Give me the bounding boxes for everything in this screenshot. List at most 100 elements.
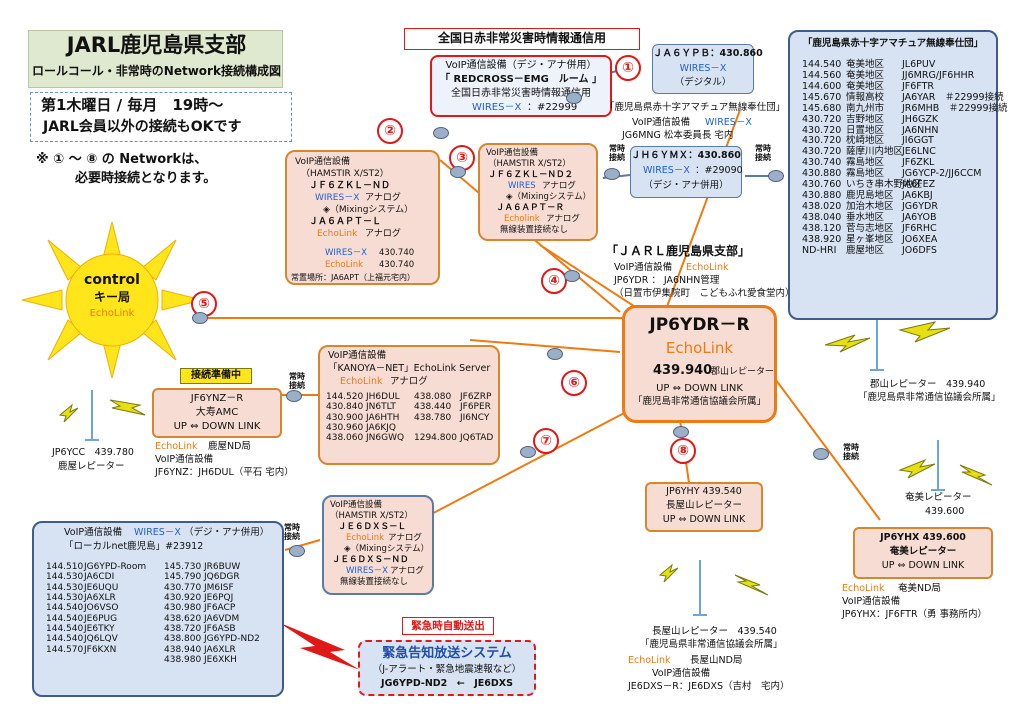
pref-redcross-cell: 加治木地区 bbox=[846, 200, 894, 212]
pref-redcross-cell: JH6GZK bbox=[902, 113, 939, 125]
pref-redcross-cell: JG6YDR bbox=[902, 200, 938, 212]
schedule-box: 第1木曜日 / 毎月 19時～ JARL会員以外の接続もOKです bbox=[30, 92, 292, 142]
local-net-cell: JQ6LQV bbox=[84, 634, 118, 645]
link-number-1: ① bbox=[615, 55, 641, 81]
pref-redcross-cell: 145.670 bbox=[802, 91, 842, 103]
pref-redcross-cell: 薩摩川内地区 bbox=[846, 146, 904, 158]
kanoya-net-cell: 438.060 bbox=[326, 433, 364, 444]
local-net-cell: 430.770 bbox=[164, 582, 202, 593]
pref-redcross-cell: 145.680 bbox=[802, 102, 842, 114]
box3-voip: VoIP通信設備 （HAMSTIR X/ST2） ＪＦ６ＺＫＬ－ＮＤ２ WIRE… bbox=[478, 143, 598, 241]
pref-redcross-cell: 垂水地区 bbox=[846, 211, 885, 223]
control-key-station: キー局 bbox=[93, 290, 130, 304]
amami-e2: VoIP通信設備 bbox=[842, 596, 901, 607]
local-net-cell: JA6XLR bbox=[84, 593, 116, 604]
local-net-cell: 144.530 bbox=[46, 593, 84, 604]
central-repeater: JP6YDR－R EchoLink 439.940 郡山レピーター UP ⇔ D… bbox=[622, 305, 777, 423]
pref-redcross-cell: 430.740 bbox=[802, 157, 842, 169]
nagaoyama-l3b: 長屋山ND局 bbox=[690, 655, 743, 666]
pref-redcross-cell: JO6DFS bbox=[902, 244, 937, 256]
local-net-cell: JF6KXN bbox=[84, 644, 117, 655]
jarl-branch-l2: JP6YDR ： JA6NHN管理 bbox=[614, 275, 720, 286]
emergency-lightning bbox=[278, 622, 360, 670]
pref-redcross-cell: 430.720 bbox=[802, 113, 842, 125]
pref-redcross-cell: 430.880 bbox=[802, 168, 842, 180]
amami-e3: JP6YHX：JF6FTR（勇 事務所内） bbox=[842, 609, 988, 620]
local-net-cell: 438.940 bbox=[164, 644, 202, 655]
pref-redcross-cell: 438.020 bbox=[802, 200, 842, 212]
box7-voip: VoIP通信設備 （HAMSTIR X/ST2） ＪＥ６ＤＸＳ－Ｌ EchoLi… bbox=[322, 495, 434, 595]
pref-redcross-mid-title: 「鹿児島県赤十字アマチュア無線奉仕団」 bbox=[605, 102, 786, 113]
pref-redcross-cell: JR6MHB ＃22999接続 bbox=[902, 102, 1008, 114]
nagaoyama-l1: 長屋山レピーター 439.540 bbox=[652, 626, 777, 637]
kanoya-net-cell: JQ6TAD bbox=[460, 433, 494, 444]
pref-redcross-cell: JA6YOB bbox=[902, 211, 937, 223]
jh6ymx-box: ＪＨ６ＹＭＸ：430.860 WIRES－X ：#29090 （デジ・アナ併用） bbox=[630, 146, 743, 198]
pref-redcross-cell: 430.720 bbox=[802, 124, 842, 136]
local-net-cell: 144.570 bbox=[46, 644, 84, 655]
pref-redcross-cell: 奄美地区 bbox=[846, 69, 885, 81]
local-net-cell: 438.980 bbox=[164, 655, 202, 666]
network-node-icon bbox=[564, 270, 580, 282]
pref-redcross-mid-l1b: WIRES－X bbox=[705, 117, 752, 128]
kanoya-net-cell: JI6NCY bbox=[460, 412, 490, 423]
local-net-cell: JR6BUW bbox=[204, 562, 241, 572]
jouji-label: 常時 接続 bbox=[284, 523, 300, 542]
link-number-6: ⑥ bbox=[561, 370, 587, 396]
kanoya-net-cell: 144.520 bbox=[326, 392, 364, 402]
local-net-cell: 144.530 bbox=[46, 572, 84, 583]
pref-redcross-cell: 情報高校 bbox=[846, 91, 885, 103]
amami-l2: 439.600 bbox=[925, 506, 965, 517]
pref-redcross-cell: JO6XEA bbox=[902, 233, 938, 245]
pref-redcross-cell: 星ヶ峯地区 bbox=[846, 233, 894, 245]
pref-redcross-cell: JJ6MRG/JF6HHR bbox=[902, 69, 975, 81]
title-box: JARL鹿児島県支部 ロールコール・非常時のNetwork接続構成図 bbox=[28, 30, 283, 88]
jf6ynz-badge: 接続準備中 bbox=[180, 368, 252, 384]
local-net-cell: JG6YPD-Room bbox=[84, 562, 147, 572]
local-net-cell: JE6UQU bbox=[84, 582, 119, 593]
pref-redcross-cell: 奄美地区 bbox=[846, 59, 885, 70]
local-net-cell: 144.530 bbox=[46, 582, 84, 593]
ja6ypb-box: ＪＡ６ＹＰＢ：430.860 WIRES－X （デジタル） bbox=[652, 44, 763, 94]
network-node-icon bbox=[673, 426, 689, 438]
local-net-cell: 438.620 bbox=[164, 613, 202, 624]
jp6yhy-box: JP6YHY 439.540 長屋山レピーター UP ⇔ DOWN LINK bbox=[645, 482, 763, 532]
pref-redcross-cell: 144.540 bbox=[802, 59, 842, 70]
pref-redcross-cell: 吉野地区 bbox=[846, 113, 885, 125]
network-node-icon bbox=[547, 348, 563, 360]
local-net-cell: JQ6DGR bbox=[204, 572, 240, 583]
nagaoyama-l2: 「鹿児島県非常通信協議会所属」 bbox=[640, 639, 783, 650]
pref-redcross-cell: いちき串木野地区 bbox=[846, 179, 923, 191]
network-node-icon bbox=[520, 446, 536, 458]
nagaoyama-l5: JE6DXS－R：JE6DXS（吉村 宅内） bbox=[628, 681, 790, 692]
link-number-2: ② bbox=[377, 118, 403, 144]
kanoya-net-cell: 438.080 bbox=[414, 392, 452, 402]
emergency-header: 緊急時自動送出 bbox=[402, 617, 494, 635]
pref-redcross-cell: JE6LNC bbox=[902, 146, 936, 158]
kanoya-echo-l1a: EchoLink bbox=[155, 441, 198, 452]
pref-redcross-cell: 鹿屋地区 bbox=[846, 244, 885, 256]
pref-redcross-cell: 鹿児島地区 bbox=[846, 190, 894, 202]
local-net-cell: JE6PUG bbox=[84, 613, 118, 624]
jarl-branch-title: 「ＪＡＲＬ鹿児島県支部」 bbox=[606, 244, 751, 258]
control-label: control bbox=[84, 272, 140, 288]
jp6ycc-l2: 鹿屋レピーター bbox=[58, 461, 125, 472]
jp6ycc-l1: JP6YCC 439.780 bbox=[52, 447, 134, 458]
local-net-cell: JM6ISF bbox=[204, 582, 234, 593]
link-number-7: ⑦ bbox=[533, 428, 559, 454]
jp6yhx-box: JP6YHX 439.600 奄美レピーター UP ⇔ DOWN LINK bbox=[853, 527, 993, 579]
kanoya-net-cell: 1294.800 bbox=[414, 433, 457, 444]
kanoya-echo-l1b: 鹿屋ND局 bbox=[208, 441, 251, 452]
local-net-cell: JF6ASB bbox=[204, 624, 236, 635]
network-node-icon bbox=[813, 448, 829, 460]
jouji-label: 常時 接続 bbox=[289, 372, 305, 391]
note-line2: 必要時接続となります。 bbox=[75, 171, 217, 186]
pref-redcross-mid-l2: JG6MNG 松本委員長 宅内 bbox=[622, 130, 734, 141]
local-net-cell: 144.540 bbox=[46, 613, 84, 624]
local-net-cell: 144.540 bbox=[46, 634, 84, 645]
pref-redcross-cell: 144.600 bbox=[802, 80, 842, 92]
redcross-emg-box: VoIP通信設備（デジ・アナ併用） 「 REDCROSS－EMG ルーム 」 全… bbox=[430, 55, 612, 117]
local-net-cell: 430.920 bbox=[164, 593, 202, 604]
jf6ynz-box: JF6YNZ－R 大寿AMC UP ⇔ DOWN LINK bbox=[152, 388, 282, 438]
